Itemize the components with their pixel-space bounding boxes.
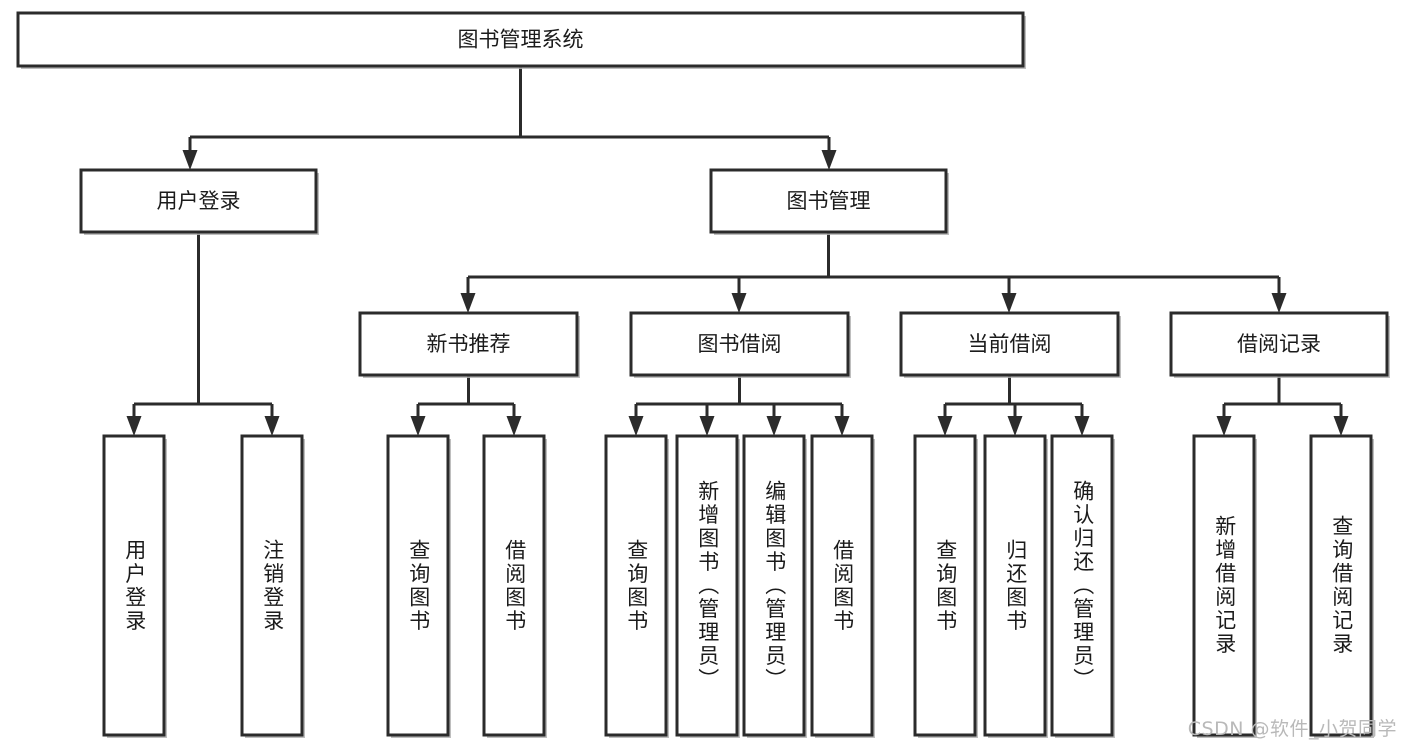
arrow-head [1074,416,1090,436]
arrow-head [126,416,142,436]
node-label-new-book-recommend: 新书推荐 [427,332,511,356]
arrow-head [506,416,522,436]
connectors-layer [126,66,1349,436]
node-box-leaf-query-book-3 [913,434,977,737]
node-box-leaf-borrow-book-2 [810,434,874,737]
node-box-leaf-return-book [983,434,1047,737]
arrow-head [731,293,747,313]
arrow-head [1001,293,1017,313]
boxes-layer [16,11,1390,738]
node-label-book-management: 图书管理 [787,189,871,213]
arrow-head [766,416,782,436]
node-box-borrow-records [1169,311,1389,377]
node-box-leaf-user-login [102,434,166,737]
arrow-head [1007,416,1023,436]
node-box-user-login [79,168,318,234]
node-box-leaf-query-book-1 [386,434,450,737]
arrow-head [264,416,280,436]
node-box-leaf-query-record [1309,434,1373,737]
node-box-leaf-edit-book [742,434,806,737]
arrow-head [1271,293,1287,313]
node-box-leaf-logout [240,434,304,737]
node-box-current-borrow [899,311,1120,377]
node-label-book-borrow: 图书借阅 [698,332,782,356]
arrow-head [1216,416,1232,436]
node-box-book-borrow [629,311,850,377]
arrow-head [410,416,426,436]
arrow-head [834,416,850,436]
arrow-head [628,416,644,436]
arrow-head [1333,416,1349,436]
arrow-head [460,293,476,313]
arrow-head [821,150,837,170]
node-label-borrow-records: 借阅记录 [1237,332,1321,356]
node-label-user-login: 用户登录 [157,189,241,213]
arrow-head [937,416,953,436]
arrow-head [699,416,715,436]
watermark-text: CSDN @软件_小贺同学 [1187,718,1397,740]
node-box-leaf-add-record [1192,434,1256,737]
node-box-leaf-query-book-2 [604,434,668,737]
node-box-leaf-add-book [675,434,739,737]
node-box-leaf-borrow-book-1 [482,434,546,737]
node-label-current-borrow: 当前借阅 [968,332,1052,356]
node-box-leaf-confirm-return [1050,434,1114,737]
node-box-root [16,11,1025,68]
node-label-root: 图书管理系统 [458,28,584,52]
node-box-new-book-recommend [358,311,579,377]
node-box-book-management [709,168,948,234]
arrow-head [182,150,198,170]
